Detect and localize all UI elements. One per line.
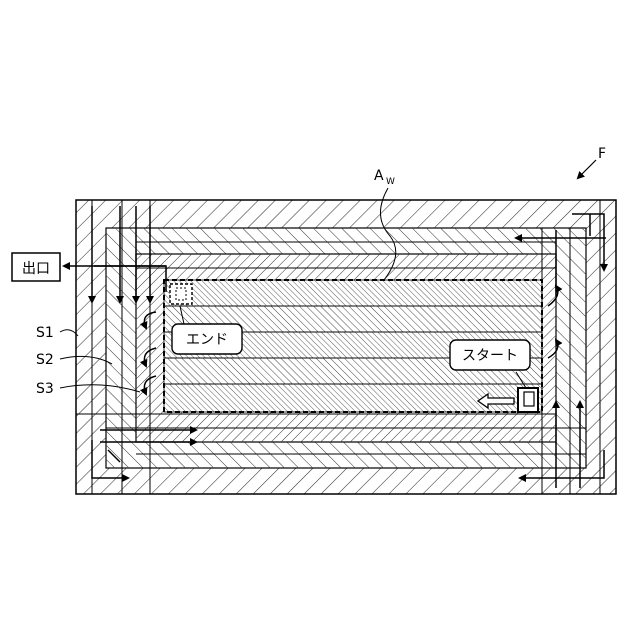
start-label: スタート — [462, 348, 518, 364]
machine-end-icon — [170, 284, 192, 304]
machine-start-icon — [518, 388, 538, 412]
figure-label-text: F — [598, 146, 606, 162]
area-label-sub: W — [386, 177, 395, 187]
area-label-main: A — [374, 168, 384, 184]
label-s1: S1 — [36, 325, 54, 341]
label-s3: S3 — [36, 381, 54, 397]
work-row — [164, 280, 542, 306]
label-s2: S2 — [36, 352, 54, 368]
exit-label: 出口 — [22, 261, 50, 277]
exit-box: 出口 — [12, 253, 60, 281]
figure-label: F — [578, 146, 606, 178]
end-label: エンド — [186, 332, 228, 348]
